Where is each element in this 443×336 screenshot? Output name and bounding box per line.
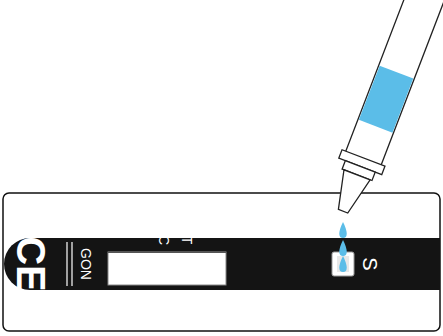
dropper [322, 0, 443, 219]
drop [339, 240, 347, 256]
ce-mark: CE [11, 236, 51, 292]
sample-pad [337, 256, 349, 272]
divider-line [66, 242, 67, 286]
result-window [108, 252, 226, 285]
dropper-tube [345, 0, 443, 167]
cassette-band [4, 238, 440, 290]
drop [339, 222, 347, 238]
window-shade [108, 251, 226, 253]
divider-line [71, 242, 72, 286]
control-line-label: C [157, 235, 171, 245]
drop [339, 256, 347, 272]
dropper-liquid [359, 66, 413, 133]
sample-well-label: S [360, 257, 380, 270]
dropper-tip [330, 170, 370, 216]
test-name: GON [79, 248, 93, 280]
cassette-housing [3, 193, 440, 331]
test-line-label: T [180, 236, 194, 245]
